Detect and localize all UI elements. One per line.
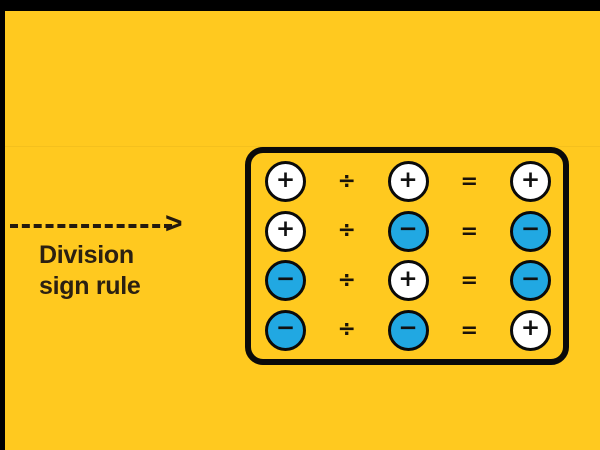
sign-glyph: +	[520, 315, 541, 342]
sign-glyph: +	[275, 166, 296, 193]
sign-glyph: +	[520, 166, 541, 193]
operand2-circle: +	[387, 161, 429, 203]
table-row: + ÷ + = +	[251, 159, 563, 205]
sign-glyph: +	[275, 216, 296, 243]
dashed-arrow: >	[10, 207, 192, 240]
sign-glyph: −	[398, 315, 418, 342]
sign-glyph: −	[275, 315, 296, 342]
equals-operator: =	[460, 317, 479, 342]
top-letterbox-bar	[0, 0, 600, 11]
table-row: − ÷ − = +	[251, 307, 563, 353]
table-row: − ÷ + = −	[251, 258, 563, 304]
operand2-circle: −	[387, 210, 429, 252]
left-letterbox-bar	[0, 0, 5, 450]
arrow-head-icon: >	[165, 207, 183, 240]
division-operator: ÷	[337, 218, 356, 244]
result-circle: +	[510, 161, 551, 203]
caption-line-2: sign rule	[39, 272, 141, 300]
operand2-circle: −	[387, 309, 429, 351]
operand2-circle: +	[387, 260, 429, 302]
caption-line-1: Division	[39, 241, 134, 269]
division-rules-box: + ÷ + = + + ÷ − = − − ÷ + = − − ÷ − = +	[245, 147, 569, 365]
equals-operator: =	[460, 169, 479, 194]
division-operator: ÷	[337, 267, 356, 293]
table-row: + ÷ − = −	[251, 208, 563, 254]
background-seam-line	[5, 146, 600, 147]
equals-operator: =	[460, 268, 479, 293]
sign-glyph: +	[398, 166, 418, 193]
sign-glyph: −	[520, 265, 541, 292]
caption-block: > Division sign rule	[6, 207, 216, 302]
sign-glyph: −	[275, 265, 296, 292]
division-operator: ÷	[337, 317, 356, 343]
operand1-circle: +	[265, 161, 306, 203]
result-circle: −	[510, 260, 551, 302]
result-circle: −	[510, 210, 551, 252]
operand1-circle: −	[265, 260, 306, 302]
dashed-line-icon	[10, 224, 172, 228]
division-operator: ÷	[337, 168, 356, 194]
result-circle: +	[510, 309, 551, 351]
sign-glyph: +	[398, 265, 418, 292]
sign-glyph: −	[398, 216, 418, 243]
equals-operator: =	[460, 218, 479, 243]
operand1-circle: +	[265, 210, 306, 252]
operand1-circle: −	[265, 309, 306, 351]
sign-glyph: −	[520, 216, 541, 243]
